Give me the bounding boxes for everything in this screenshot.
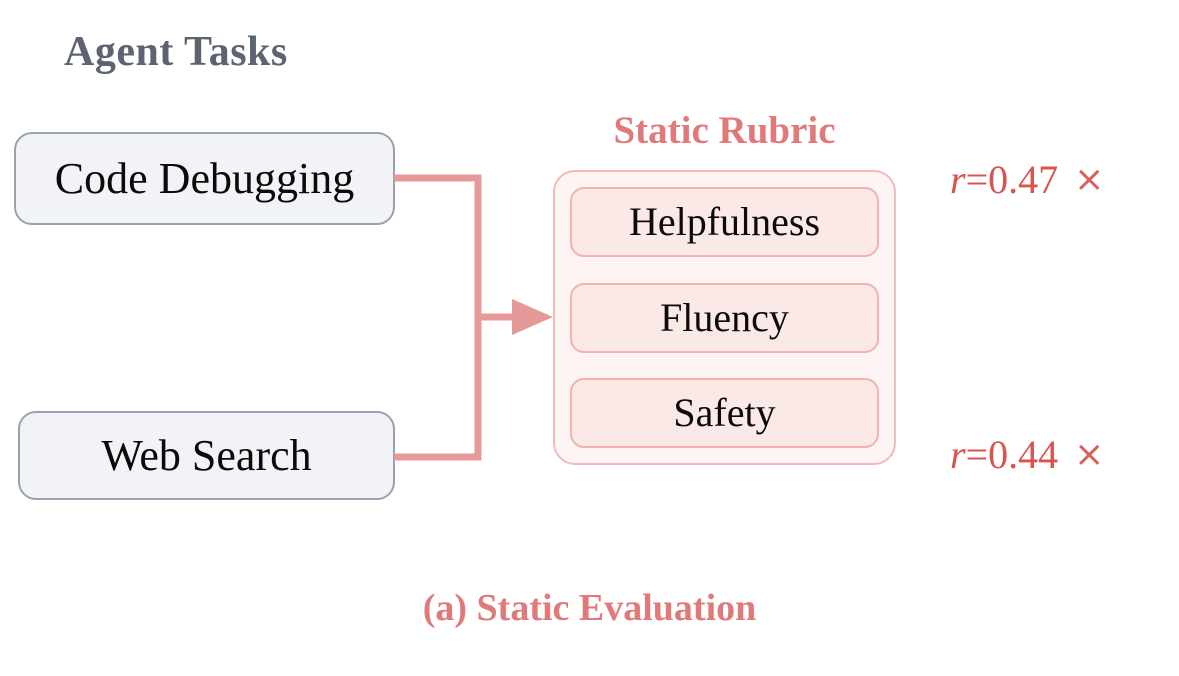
cross-mark-icon: × (1074, 158, 1105, 200)
figure-caption: (a) Static Evaluation (422, 587, 757, 629)
cross-mark-icon: × (1074, 433, 1105, 475)
agent-tasks-heading: Agent Tasks (64, 29, 288, 75)
correlation-value: r=0.44 (950, 431, 1058, 478)
rubric-panel: Helpfulness Fluency Safety (553, 170, 896, 465)
correlation-symbol: r (950, 432, 966, 477)
rubric-item-label: Fluency (660, 294, 789, 340)
correlation-value: r=0.47 (950, 156, 1058, 203)
rubric-item-fluency[interactable]: Fluency (570, 282, 879, 353)
rubric-item-label: Safety (673, 390, 776, 435)
rubric-item-helpfulness[interactable]: Helpfulness (570, 187, 879, 257)
rubric-item-label: Helpfulness (628, 199, 821, 244)
correlation-annotation-bottom: r=0.44 × (950, 431, 1104, 478)
rubric-title: Static Rubric (613, 109, 836, 152)
task-box-code-debugging[interactable]: Code Debugging (14, 132, 395, 225)
task-label: Code Debugging (54, 153, 355, 203)
correlation-number: =0.47 (965, 157, 1059, 202)
bracket-path (394, 174, 482, 461)
correlation-annotation-top: r=0.47 × (950, 156, 1104, 203)
correlation-symbol: r (950, 157, 966, 202)
task-box-web-search[interactable]: Web Search (18, 411, 395, 500)
task-label: Web Search (101, 430, 312, 480)
rubric-item-safety[interactable]: Safety (570, 378, 879, 448)
correlation-number: =0.44 (965, 432, 1059, 477)
arrow-head (512, 299, 553, 335)
